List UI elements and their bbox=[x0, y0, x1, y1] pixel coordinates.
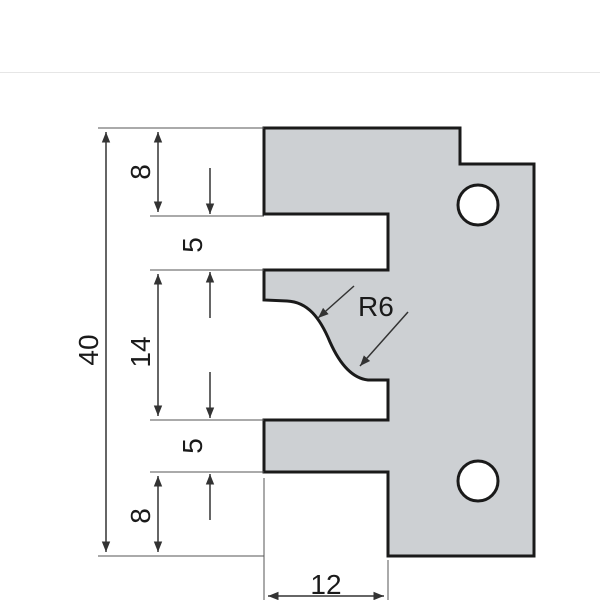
header-divider bbox=[0, 72, 600, 73]
dimension-40: 40 bbox=[73, 132, 111, 552]
dimension-8-top: 8 bbox=[125, 132, 163, 212]
dimension-label-12: 12 bbox=[310, 569, 341, 600]
dimension-label-8-top: 8 bbox=[125, 164, 156, 180]
dimension-8-bottom: 8 bbox=[125, 476, 163, 552]
mounting-hole-top bbox=[456, 183, 500, 227]
dimension-12: 12 bbox=[268, 569, 384, 600]
dimension-5-lower: 5 bbox=[177, 372, 215, 520]
dimension-5-upper: 5 bbox=[177, 168, 215, 318]
mounting-hole-bottom bbox=[456, 459, 500, 503]
radius-callout: R6 bbox=[317, 285, 409, 367]
profile-outline bbox=[262, 126, 536, 558]
dimension-label-5-upper: 5 bbox=[177, 237, 208, 253]
radius-label: R6 bbox=[358, 291, 394, 322]
header-area bbox=[0, 0, 600, 72]
dimension-14: 14 bbox=[125, 274, 163, 416]
extension-lines bbox=[98, 127, 389, 600]
dimension-label-14: 14 bbox=[125, 336, 156, 367]
dimension-label-40: 40 bbox=[73, 334, 104, 365]
dimension-label-8-bottom: 8 bbox=[125, 508, 156, 524]
dimension-label-5-lower: 5 bbox=[177, 438, 208, 454]
